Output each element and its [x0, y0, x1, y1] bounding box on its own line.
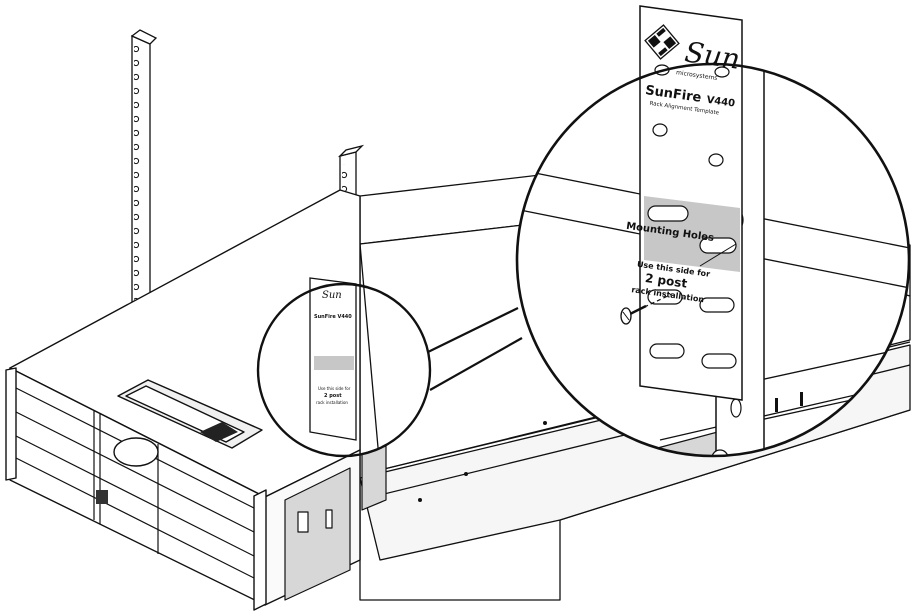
small-notice-line-1: Use this side for: [318, 386, 351, 391]
small-brand-label: Sun: [322, 290, 342, 301]
small-model-label: SunFire V440: [314, 314, 352, 320]
zoom-detail: Sun microsystems SunFire V440 Rack Align…: [515, 5, 911, 458]
zoom-notice-line-2: 2 post: [644, 271, 688, 291]
zoom-callout-circle: [515, 62, 911, 458]
slide-rail-bracket: [284, 445, 387, 601]
rack-post-rear-left: [130, 29, 158, 313]
screw-icon: [620, 293, 673, 325]
small-notice-line-2: 2 post: [324, 393, 342, 399]
callout-leader-lines: [427, 307, 523, 391]
alignment-template-small: Sun SunFire V440 Use this side for 2 pos…: [309, 277, 357, 441]
small-callout-circle: [256, 282, 432, 458]
zoom-brand-label: Sun: [683, 35, 742, 75]
small-notice-line-3: rack installation: [316, 400, 348, 405]
zoom-model-number: V440: [706, 95, 736, 110]
sun-logo-icon: [644, 24, 680, 60]
